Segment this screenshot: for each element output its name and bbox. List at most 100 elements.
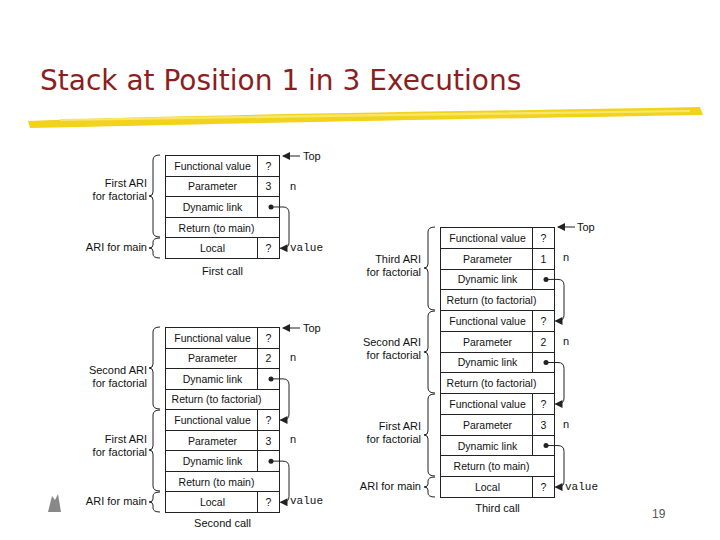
dynamic-link-arrow [271,461,289,502]
value-cell: 3 [532,415,554,435]
field-name: Parameter [441,249,534,269]
field-name: Parameter [166,349,259,369]
field-value: ? [541,315,547,327]
field-name: Functional value [441,311,534,331]
stack-row: Return (to factorial) [440,289,555,311]
field-name: Dynamic link [166,197,259,217]
slide-title: Stack at Position 1 in 3 Executions [40,64,521,97]
ari-label: ARI for main [341,480,421,493]
stack-row: Parameter3 [165,176,280,198]
return-address: Return (to main) [166,218,267,238]
ari-label: First ARI for factorial [365,420,422,446]
stack-row: Parameter3 [165,430,280,452]
field-name: Dynamic link [441,353,534,373]
annotation: 19 [652,508,665,521]
ari-label: Third ARI for factorial [365,253,422,279]
value-cell: 1 [532,249,554,269]
ari-label: First ARI for factorial [91,177,148,203]
annotation: Top [303,322,321,335]
return-address: Return (to factorial) [441,290,542,310]
ari-label: Second ARI for factorial [83,364,147,390]
link-dot [269,204,274,209]
field-name: Functional value [166,156,259,176]
brace-group [149,155,435,512]
stack-row: Dynamic link [440,269,555,291]
annotation: Top [577,221,595,234]
field-value: ? [541,232,547,244]
value-cell: ? [257,238,279,258]
ari-label: First ARI for factorial [91,433,148,459]
field-name: Parameter [441,332,534,352]
value-cell: ? [532,477,554,497]
field-value: 2 [541,336,547,348]
field-name: Dynamic link [166,451,259,471]
value-cell: ? [257,410,279,430]
stack-column: First callFunctional value?Parameter3Dyn… [165,155,280,259]
top-pointer [283,328,300,329]
field-name: Functional value [166,328,259,348]
stack-row: Local? [165,491,280,513]
ari-brace [424,477,435,497]
field-name: Local [441,477,534,497]
stack-row: Dynamic link [165,368,280,390]
field-value: ? [541,398,547,410]
return-address: Return (to factorial) [441,373,542,393]
ari-label: Second ARI for factorial [357,336,421,362]
stack-row: Return (to main) [165,217,280,239]
ari-brace [149,492,160,512]
field-name: Parameter [166,177,259,197]
field-name: Parameter [166,431,259,451]
stack-row: Return (to factorial) [165,389,280,411]
ari-label: ARI for main [67,495,147,508]
annotation: n [290,433,296,446]
ari-label: ARI for main [67,241,147,254]
field-value: 1 [541,253,547,265]
stack-row: Dynamic link [165,196,280,218]
stack-row: Parameter2 [165,348,280,370]
field-name: Dynamic link [441,436,534,456]
variable-name: value [290,242,323,255]
annotation: n [563,418,569,431]
ari-brace [149,327,160,409]
field-value: ? [266,160,272,172]
stack-row: Functional value? [165,155,280,177]
field-name: Functional value [441,394,534,414]
value-cell [532,270,554,290]
field-value: 3 [541,419,547,431]
value-cell: 2 [532,332,554,352]
stack-column: Second callFunctional value?Parameter2Dy… [165,327,280,513]
stack-row: Functional value? [440,393,555,415]
value-cell: 3 [257,177,279,197]
stack-row: Return (to factorial) [440,372,555,394]
value-cell: ? [532,394,554,414]
title-underline [28,107,703,128]
ari-brace [424,227,435,310]
field-name: Dynamic link [166,369,259,389]
dynamic-link-arrow [271,207,289,248]
value-cell: 3 [257,431,279,451]
stack-row: Return (to main) [165,471,280,493]
value-cell [532,353,554,373]
value-cell: ? [257,156,279,176]
top-pointer [283,156,300,157]
variable-name: value [565,481,598,494]
annotation: n [563,335,569,348]
return-address: Return (to main) [441,456,542,476]
title-underline-streak [60,110,690,121]
dynamic-link-arrow [271,379,289,420]
field-value: ? [266,414,272,426]
annotation: n [290,180,296,193]
stack-row: Parameter3 [440,414,555,436]
top-pointer [558,227,575,228]
stack-row: Return (to main) [440,455,555,477]
ari-brace [149,410,160,491]
stack-row: Functional value? [440,310,555,332]
field-value: ? [266,496,272,508]
ari-brace [424,394,435,476]
stack-row: Functional value? [165,327,280,349]
return-address: Return (to main) [166,472,267,492]
stack-row: Dynamic link [440,352,555,374]
field-name: Local [166,492,259,512]
ari-brace [424,311,435,393]
value-cell: ? [257,492,279,512]
